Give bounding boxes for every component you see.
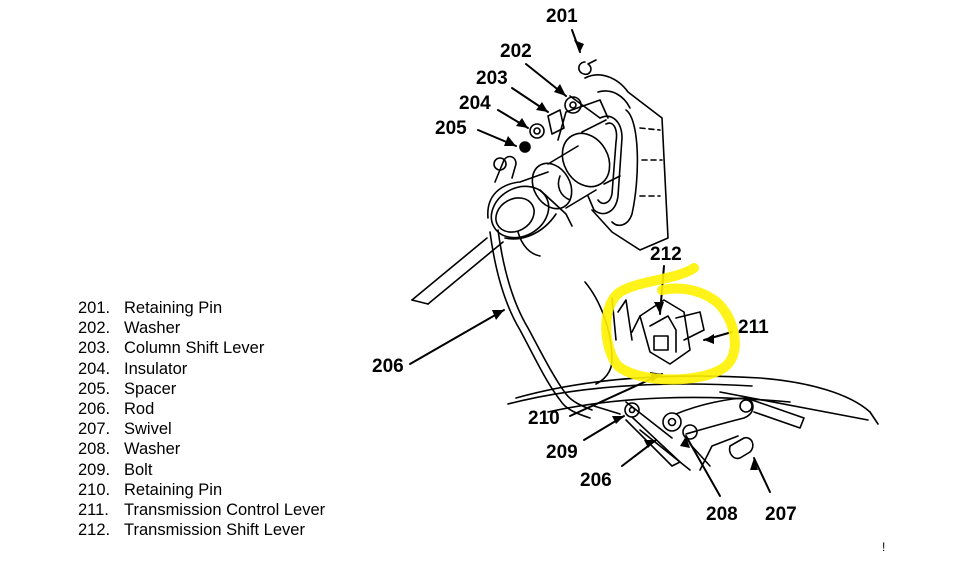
callout-207: 207 [765,504,797,525]
callout-leaders [409,29,771,497]
callout-210: 210 [528,408,560,429]
swivel-207 [728,436,754,460]
insulator-204 [529,123,545,139]
callout-209: 209 [546,442,578,463]
legend-item: 207.Swivel [78,420,172,439]
callout-212: 212 [650,244,682,265]
upper-small-parts [519,59,597,153]
legend-item: 203.Column Shift Lever [78,339,265,358]
rod-206 [489,229,621,419]
callout-208: 208 [706,504,738,525]
spacer-205 [519,141,531,153]
legend-item: 205.Spacer [78,379,177,398]
highlight-marker [601,263,740,385]
legend-item: 206.Rod [78,400,155,419]
callout-arrowheads [492,40,758,470]
callout-211: 211 [738,317,769,338]
legend-item: 202.Washer [78,319,181,338]
transmission-shift-lever [611,297,691,365]
lower-lever-parts [624,397,805,471]
callout-205: 205 [435,118,467,139]
legend-item: 208.Washer [78,440,181,459]
washer-202 [564,96,582,114]
washer-208 [662,412,682,432]
legend-item: 210.Retaining Pin [78,480,223,499]
shift-tube [411,237,504,305]
column-shift-lever-203 [547,109,565,135]
legend-item: 201.Retaining Pin [78,299,223,317]
transmission-control-lever [675,311,705,341]
callout-206-upper: 206 [372,356,404,377]
legend-item: 211.Transmission Control Lever [78,501,326,520]
legend-item: 212.Transmission Shift Lever [78,521,305,540]
legend-item: 209.Bolt [78,460,153,479]
legend-item: 204.Insulator [78,359,188,378]
callout-203: 203 [476,68,508,89]
transmission-case [507,281,879,425]
parts-legend: 201.Retaining Pin 202.Washer 203.Column … [78,298,325,540]
callout-204: 204 [459,93,491,114]
edge-mark: ! [882,540,886,554]
callout-206-lower: 206 [580,470,612,491]
steering-column [569,74,669,251]
callout-202: 202 [500,41,532,62]
column-shift-lever-assembly [487,99,621,257]
callout-201: 201 [546,6,578,27]
retaining-pin-201 [578,59,597,76]
